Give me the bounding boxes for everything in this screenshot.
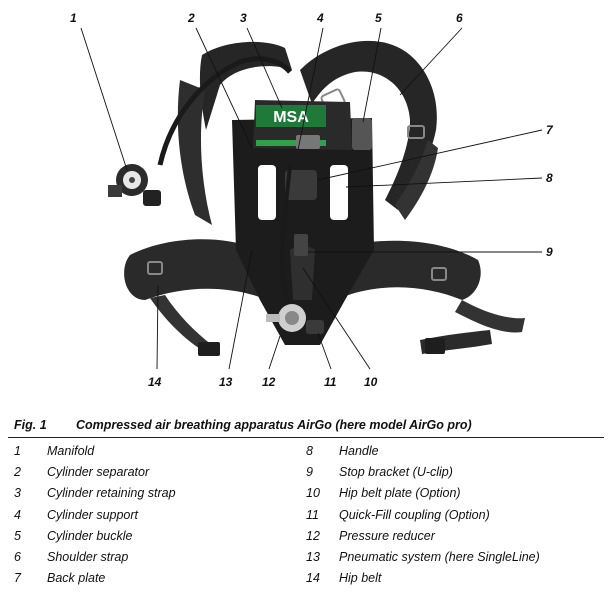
legend-number: 14	[306, 571, 320, 586]
legend-item: 10 Hip belt plate (Option)	[306, 483, 540, 504]
callout-9: 9	[546, 245, 553, 259]
legend-label: Shoulder strap	[47, 549, 129, 564]
legend-label: Back plate	[47, 571, 106, 586]
legend-label: Pneumatic system (here SingleLine)	[339, 549, 540, 564]
apparatus-figure: MSA 1 2	[70, 11, 554, 389]
legend-item: 11 Quick-Fill coupling (Option)	[306, 505, 540, 526]
legend-item: 6 Shoulder strap	[14, 547, 176, 568]
legend-number: 6	[14, 549, 21, 564]
legend-label: Pressure reducer	[339, 528, 435, 543]
legend-label: Quick-Fill coupling (Option)	[339, 507, 490, 522]
legend-number: 7	[14, 571, 21, 586]
legend-number: 11	[306, 507, 319, 522]
legend-number: 10	[306, 486, 320, 501]
callout-3: 3	[240, 11, 247, 25]
callout-6: 6	[456, 11, 463, 25]
callouts: 1 2 3 4 5 6 7 8 9 10 11 12 13 14	[70, 11, 554, 389]
legend-number: 5	[14, 528, 21, 543]
callout-2: 2	[187, 11, 195, 25]
figure-number: Fig. 1	[14, 418, 47, 432]
callout-11: 11	[324, 375, 337, 389]
legend-number: 2	[14, 465, 21, 480]
figure-caption: Fig. 1 Compressed air breathing apparatus…	[14, 418, 472, 432]
callout-5: 5	[375, 11, 382, 25]
caption-divider	[8, 437, 604, 438]
legend-label: Hip belt	[339, 571, 382, 586]
callout-1: 1	[70, 11, 77, 25]
callout-10: 10	[364, 375, 378, 389]
legend-item: 1 Manifold	[14, 441, 176, 462]
callout-13: 13	[219, 375, 233, 389]
legend-number: 3	[14, 486, 21, 501]
figure-title: Compressed air breathing apparatus AirGo…	[76, 418, 472, 432]
legend-item: 9 Stop bracket (U-clip)	[306, 462, 540, 483]
stop-bracket	[294, 234, 308, 256]
legend-item: 7 Back plate	[14, 568, 176, 589]
callout-14: 14	[148, 375, 162, 389]
legend-number: 1	[14, 444, 21, 458]
callout-8: 8	[546, 171, 553, 185]
msa-logo: MSA	[273, 109, 309, 126]
legend-item: 3 Cylinder retaining strap	[14, 483, 176, 504]
legend-item: 12 Pressure reducer	[306, 526, 540, 547]
legend-label: Cylinder buckle	[47, 528, 133, 543]
legend-item: 13 Pneumatic system (here SingleLine)	[306, 547, 540, 568]
legend-label: Handle	[339, 444, 379, 458]
callout-12: 12	[262, 375, 276, 389]
legend-item: 14 Hip belt	[306, 568, 540, 589]
legend-label: Manifold	[47, 444, 95, 458]
legend-number: 8	[306, 444, 313, 458]
leader-lines	[80, 27, 543, 370]
legend-number: 12	[306, 528, 320, 543]
legend-item: 5 Cylinder buckle	[14, 526, 176, 547]
shoulder-straps	[177, 40, 438, 225]
legend-number: 9	[306, 465, 313, 480]
legend-item: 4 Cylinder support	[14, 505, 176, 526]
legend-label: Cylinder support	[47, 507, 139, 522]
legend-label: Hip belt plate (Option)	[339, 486, 461, 501]
callout-4: 4	[316, 11, 324, 25]
legend-label: Stop bracket (U-clip)	[339, 465, 453, 480]
cylinder-retaining-strap: MSA	[253, 100, 372, 150]
quick-fill-coupling	[306, 320, 324, 334]
legend-item: 8 Handle	[306, 441, 540, 462]
callout-7: 7	[546, 123, 554, 137]
cylinder-buckle	[352, 118, 372, 150]
pressure-reducer	[266, 304, 306, 332]
legend-number: 13	[306, 549, 320, 564]
legend-number: 4	[14, 507, 21, 522]
legend-item: 2 Cylinder separator	[14, 462, 176, 483]
back-plate	[232, 118, 374, 345]
legend-label: Cylinder retaining strap	[47, 486, 176, 501]
legend-label: Cylinder separator	[47, 465, 150, 480]
pneumatic-system	[108, 56, 292, 311]
